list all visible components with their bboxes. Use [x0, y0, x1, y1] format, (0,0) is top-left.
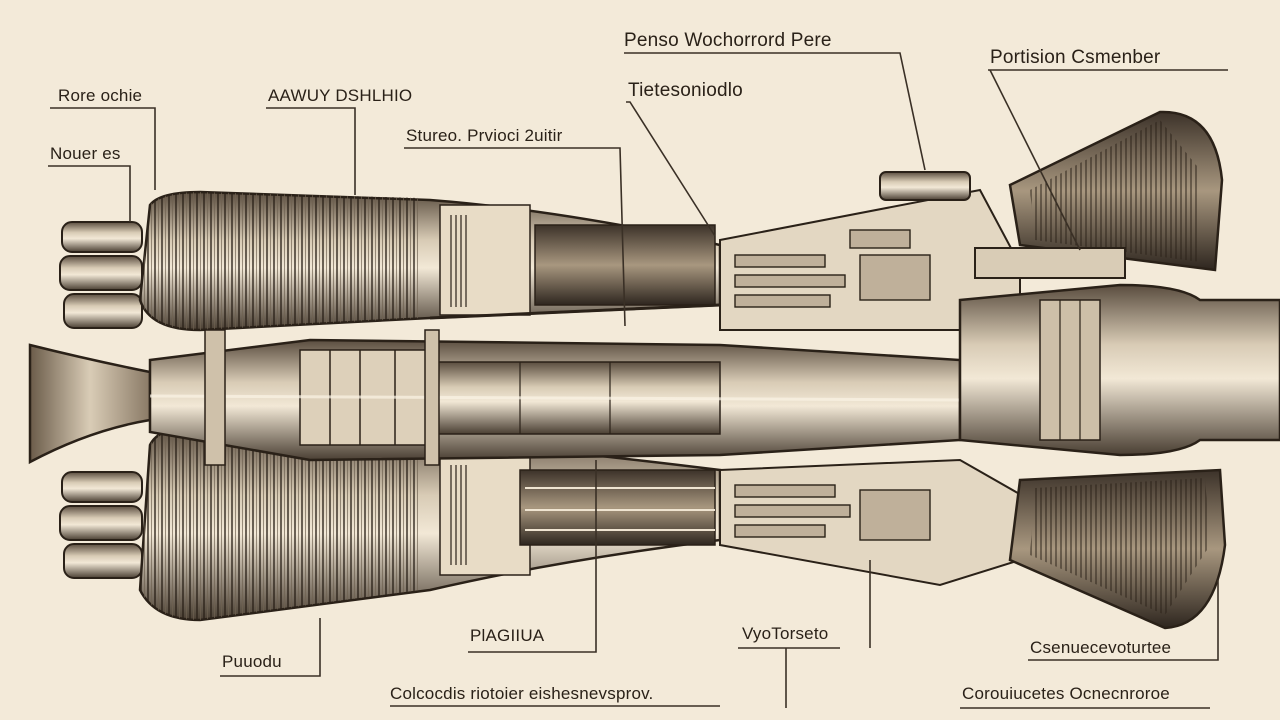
label-top-center: Penso Wochorrord Pere: [624, 30, 832, 51]
upper-casing: [138, 190, 722, 332]
label-bottom-center: VyoTorseto: [742, 624, 829, 643]
label-top-right: Portision Csmenber: [990, 47, 1161, 68]
label-bottom-right-long: Corouiucetes Ocnecnroroe: [962, 684, 1170, 703]
upper-bell-nozzle: [974, 110, 1224, 279]
label-bottom-left-center: PlAGIIUA: [470, 626, 545, 645]
label-upper-center: Stureo. Prvioci 2uitir: [406, 126, 563, 145]
lower-casing: [138, 426, 722, 622]
label-bottom-left: Puuodu: [222, 652, 282, 671]
leader-lines: [48, 52, 1228, 709]
label-top-center-sub: Tietesoniodlo: [628, 80, 743, 101]
label-left-mid: Nouer es: [50, 144, 121, 163]
exhaust-pipes-upper: [59, 221, 143, 329]
central-shaft: [28, 329, 962, 466]
label-left-top: Rore ochie: [58, 86, 143, 105]
right-assembly: [719, 171, 1280, 587]
label-bottom-left-long: Colcocdis riotoier eishesnevsprov.: [390, 684, 654, 703]
label-upper-left-center: AAWUY DSHLHIO: [268, 86, 413, 105]
label-bottom-right-upper: Csenuecevoturtee: [1030, 638, 1172, 657]
exhaust-pipes-lower: [59, 471, 143, 579]
lower-bell-nozzle: [1008, 468, 1227, 630]
